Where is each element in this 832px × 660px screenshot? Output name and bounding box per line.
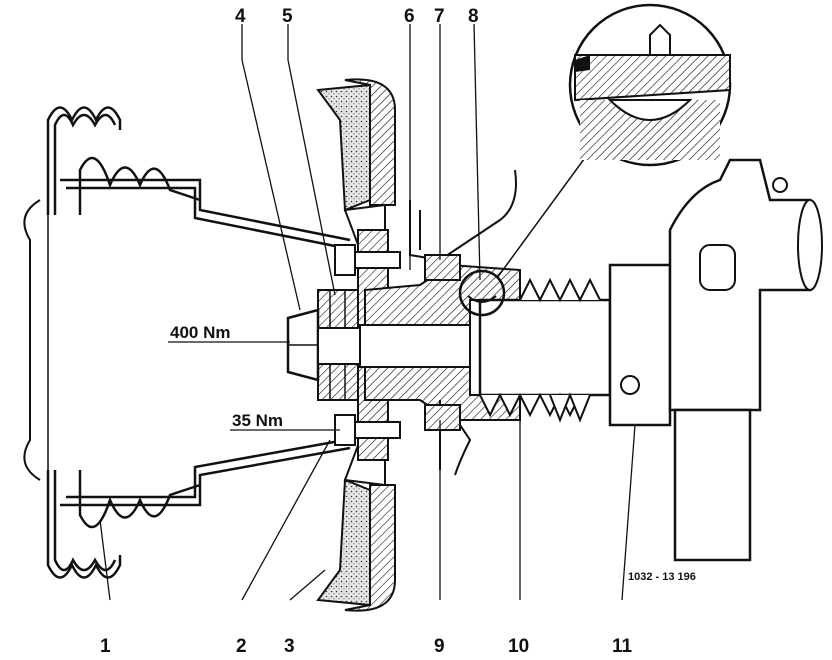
callout-11: 11 [612,636,633,657]
callout-5: 5 [282,6,293,27]
callout-2: 2 [236,636,247,657]
belt-pulley-bottom [46,438,351,579]
callout-1: 1 [100,636,111,657]
crankshaft-web [608,158,823,562]
detail-circle-large [568,3,732,167]
callout-8: 8 [468,6,479,27]
callout-7: 7 [434,6,445,27]
pulley-bolt-top [334,244,401,276]
detail-circle-small [458,269,506,317]
torque-center-bolt: 400 Nm [170,323,230,342]
pulley-bolt-bottom [334,414,401,446]
seal-grooves [479,277,601,423]
callout-10: 10 [508,636,529,657]
detail-leader [496,139,599,279]
torque-pulley-bolts: 35 Nm [232,411,283,430]
crankshaft-journal [478,298,612,397]
crankshaft-hub [359,263,521,421]
belt-pulley-top [46,106,351,250]
callout-3: 3 [284,636,295,657]
callout-4: 4 [235,6,246,27]
callout-9: 9 [434,636,445,657]
figure-reference-number: 1032 - 13 196 [628,571,696,583]
callout-labels: 1 2 3 4 5 6 7 8 9 10 11 [100,6,633,657]
pulley-rim-left [23,199,41,481]
radial-seal-top [424,254,461,281]
radial-seal-bottom [424,404,461,431]
leader-lines [99,23,636,601]
callout-6: 6 [404,6,415,27]
